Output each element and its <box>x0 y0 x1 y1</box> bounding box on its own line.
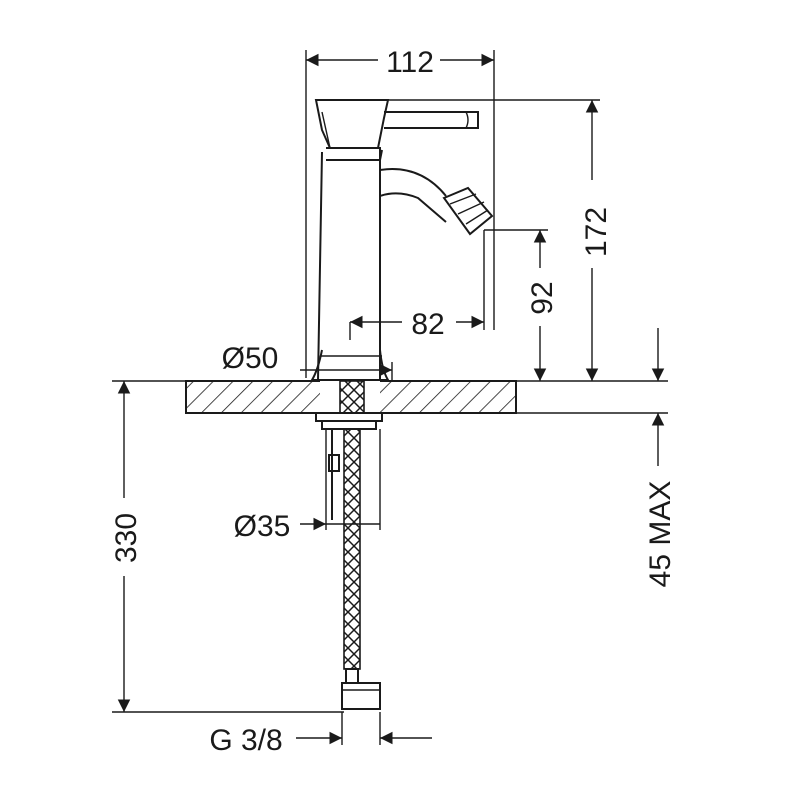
dimension-label-45-max: 45 MAX <box>644 481 677 588</box>
dimension-label-92: 92 <box>526 281 559 314</box>
dimension-label-base-diameter: Ø50 <box>222 342 279 375</box>
shank-and-hose <box>315 380 383 710</box>
dimension-label-shank-diameter: Ø35 <box>234 510 291 543</box>
dimension-lines <box>112 50 668 745</box>
dimension-label-112: 112 <box>386 46 434 79</box>
faucet-body <box>310 99 494 381</box>
dimension-label-82: 82 <box>411 308 444 341</box>
dimension-label-172: 172 <box>580 207 613 257</box>
dimension-label-330: 330 <box>110 513 143 563</box>
dimension-label-connection: G 3/8 <box>209 724 282 757</box>
